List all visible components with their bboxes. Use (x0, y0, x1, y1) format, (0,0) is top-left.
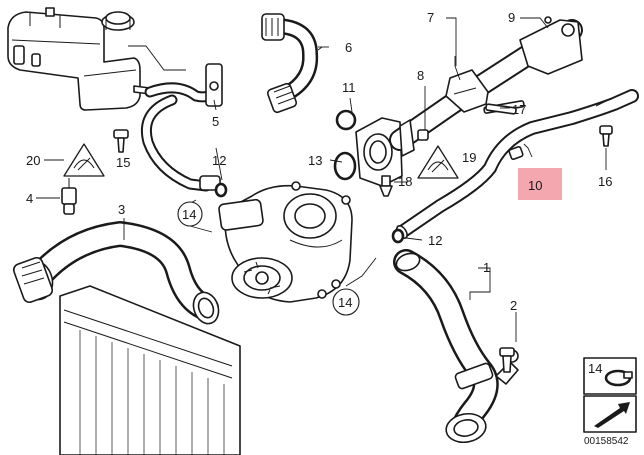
callout-10: 10 (528, 178, 542, 193)
water-pump-icon (218, 181, 353, 303)
hose-clamp-icon (604, 369, 633, 387)
screw-16 (599, 125, 613, 147)
clamp-12-lower (391, 228, 405, 244)
hose-5 (141, 63, 223, 192)
legend-clamp: 14 (583, 357, 637, 395)
warning-triangle-icon (63, 143, 105, 177)
highlight-box-10 (518, 168, 562, 200)
callout-16: 16 (598, 174, 612, 189)
reference-number: 00158542 (584, 436, 629, 447)
callout-18: 18 (398, 174, 412, 189)
coolant-pipe-7 (389, 16, 583, 157)
callout-14-circle-left: 14 (177, 201, 203, 227)
callout-14-bottom: 14 (338, 295, 352, 310)
callout-9: 9 (508, 10, 515, 25)
callout-12-upper: 12 (212, 153, 226, 168)
legend-arrow (583, 395, 637, 433)
callout-20: 20 (26, 153, 40, 168)
callout-19: 19 (462, 150, 476, 165)
radiator-icon (59, 285, 241, 455)
callout-14-circle-bottom: 14 (332, 288, 360, 316)
hose-6 (261, 13, 319, 114)
callout-4: 4 (26, 191, 33, 206)
hose-3 (12, 221, 220, 325)
clamp-12-upper (214, 182, 228, 198)
callout-12-lower: 12 (428, 233, 442, 248)
callout-17: 17 (512, 102, 526, 117)
callout-1: 1 (483, 260, 490, 275)
screw-2 (499, 347, 515, 373)
callout-11: 11 (342, 80, 356, 95)
hose-1 (393, 249, 519, 444)
screw-17 (485, 103, 517, 115)
callout-14-left: 14 (182, 207, 196, 222)
callout-3: 3 (118, 202, 125, 217)
callout-13: 13 (308, 153, 322, 168)
thermostat-housing (333, 109, 403, 187)
callouts: 1 2 3 4 5 6 7 8 9 10 11 12 12 13 15 16 1… (26, 10, 612, 313)
callout-8: 8 (417, 68, 424, 83)
arrow-icon (594, 402, 630, 428)
legend-label: 14 (588, 361, 602, 376)
callout-5: 5 (212, 114, 219, 129)
callout-7: 7 (427, 10, 434, 25)
callout-2: 2 (510, 298, 517, 313)
screw-15 (113, 129, 129, 153)
sensor-4 (61, 178, 77, 215)
callout-15: 15 (116, 155, 130, 170)
callout-6: 6 (345, 40, 352, 55)
expansion-tank-icon (7, 7, 151, 111)
sensor-18 (379, 175, 393, 197)
warning-triangle-icon (417, 145, 459, 179)
